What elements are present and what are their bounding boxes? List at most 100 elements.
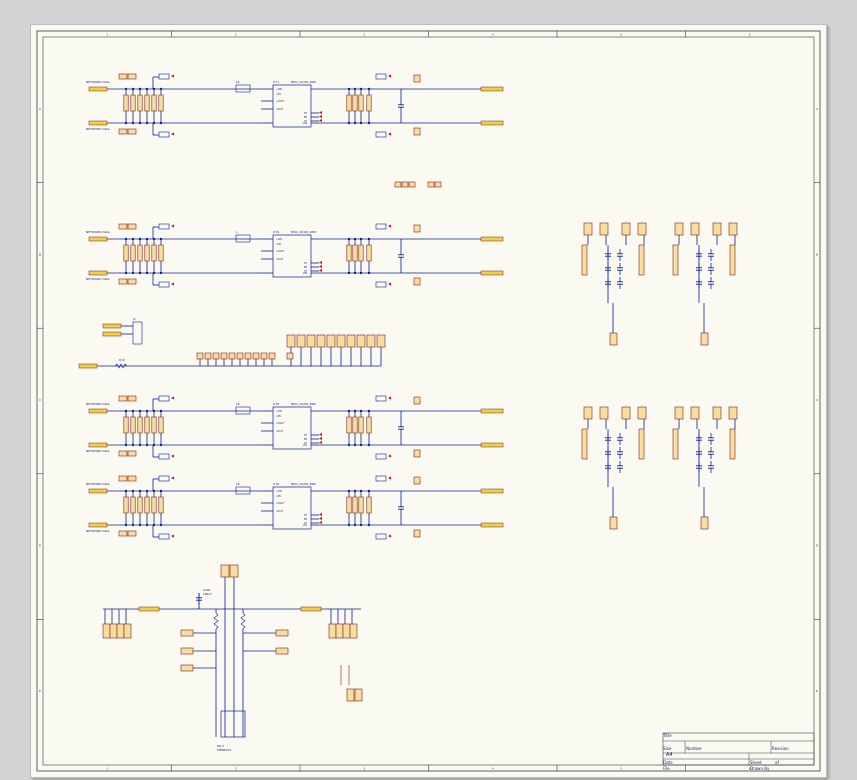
test-point xyxy=(212,352,220,360)
regulator-pin-label: PT xyxy=(304,270,307,273)
fuse xyxy=(413,529,421,538)
tvs-diode xyxy=(158,533,170,540)
junction-dot xyxy=(159,523,163,527)
fuse xyxy=(413,476,421,485)
zone-column-label: 2 xyxy=(235,767,237,771)
net-label xyxy=(78,363,98,369)
regulator-pin-label: +VIN xyxy=(276,88,282,91)
regulator-pin-label: -VIN xyxy=(276,495,281,498)
junction-dot xyxy=(152,237,156,241)
regulator-pin-label: PT xyxy=(304,442,307,445)
regulator-ref: U71 xyxy=(273,80,279,84)
net-label-input xyxy=(88,442,108,448)
inductor-ref: L5 xyxy=(236,482,240,486)
power-arrow xyxy=(171,534,174,538)
junction-dot xyxy=(353,271,357,275)
zone-row-label: D xyxy=(816,544,819,548)
crystal xyxy=(672,244,679,276)
test-point xyxy=(394,181,402,188)
zone-row-label: E xyxy=(39,689,41,693)
regulator-pin-label: +VOUT xyxy=(276,100,285,103)
regulator-ref: U78 xyxy=(273,402,279,406)
power-arrow xyxy=(319,517,322,520)
zone-column-label: 6 xyxy=(749,767,751,771)
output-capacitor xyxy=(346,244,352,262)
output-capacitor xyxy=(352,94,358,112)
net-label-output xyxy=(480,442,504,448)
regulator-pin-label: TR xyxy=(304,514,307,517)
net-label-output xyxy=(480,408,504,414)
regulator-ic xyxy=(272,406,312,450)
connector-pin xyxy=(366,334,376,348)
power-arrow xyxy=(319,437,322,440)
title-block xyxy=(662,732,815,766)
title-block-sheet-label: Sheet xyxy=(750,760,762,765)
regulator-part: MISC_VICOR_48W xyxy=(291,230,316,234)
tvs-diode xyxy=(158,73,170,80)
net-label xyxy=(102,331,122,337)
output-capacitor xyxy=(366,416,372,434)
filter-capacitor xyxy=(130,416,136,434)
power-arrow xyxy=(171,454,174,458)
power-arrow xyxy=(319,115,322,118)
junction-dot xyxy=(152,409,156,413)
junction-dot xyxy=(347,443,351,447)
fuse xyxy=(118,128,128,135)
tvs-diode xyxy=(375,131,387,138)
output-capacitor xyxy=(346,496,352,514)
test-point xyxy=(204,352,212,360)
test-point xyxy=(228,352,236,360)
zone-row-label: C xyxy=(816,398,818,402)
regulator-pin-label: +VOUT xyxy=(276,422,285,425)
junction-dot xyxy=(124,409,128,413)
inductor xyxy=(235,406,251,415)
regulator-pin-label: -VIN xyxy=(302,122,307,125)
input-net-name: NETWORK Data xyxy=(86,127,110,131)
junction-dot xyxy=(131,489,135,493)
fuse xyxy=(413,396,421,405)
inductor-ref: L xyxy=(236,230,238,234)
output-capacitor xyxy=(358,94,364,112)
tvs-diode xyxy=(375,281,387,288)
inductor xyxy=(235,84,251,93)
junction-dot xyxy=(353,237,357,241)
junction-dot xyxy=(359,87,363,91)
zone-column-label: 4 xyxy=(492,33,494,37)
filter-capacitor xyxy=(137,416,143,434)
filter-capacitor xyxy=(137,496,143,514)
junction-dot xyxy=(159,121,163,125)
junction-dot xyxy=(124,523,128,527)
output-capacitor xyxy=(366,244,372,262)
power-arrow xyxy=(171,224,174,228)
resistor xyxy=(240,612,246,630)
junction-dot xyxy=(131,237,135,241)
header-pin xyxy=(346,688,355,702)
junction-dot xyxy=(124,443,128,447)
net-label xyxy=(102,323,122,329)
title-block-drawn-label: Drawn By xyxy=(750,766,770,771)
connector-pin xyxy=(306,334,316,348)
junction-dot xyxy=(359,489,363,493)
test-point xyxy=(401,181,409,188)
test-point xyxy=(275,629,289,637)
resistor-r13 xyxy=(114,363,128,369)
inductor xyxy=(235,234,251,243)
junction-dot xyxy=(159,443,163,447)
junction-dot xyxy=(145,443,149,447)
power-arrow xyxy=(319,265,322,268)
junction-dot xyxy=(152,87,156,91)
power-arrow xyxy=(171,74,174,78)
power-arrow xyxy=(319,441,322,444)
input-net-name: NETWORK Data xyxy=(86,482,110,486)
power-arrow xyxy=(319,261,322,264)
fuse xyxy=(127,73,137,80)
tvs-diode xyxy=(375,453,387,460)
connector-pin xyxy=(286,334,296,348)
input-net-name: NETWORK Data xyxy=(86,402,110,406)
junction-dot xyxy=(131,121,135,125)
title-block-size-label: Size xyxy=(663,746,672,751)
junction-dot xyxy=(124,489,128,493)
connector-header xyxy=(674,222,684,236)
